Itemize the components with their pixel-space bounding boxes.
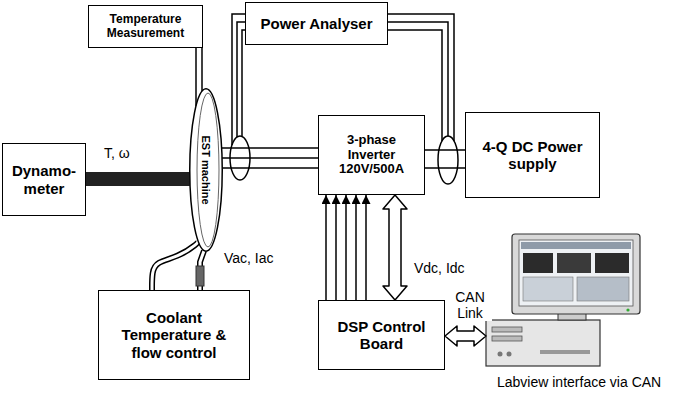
connector-line — [222, 157, 318, 159]
connector-line — [425, 149, 465, 151]
signal-label: T, ω — [102, 145, 132, 161]
signal-label: Vdc, Idc — [412, 260, 467, 276]
coolant-box: Coolant Temperature & flow control — [98, 290, 250, 380]
analyser-box: Power Analyser — [245, 2, 388, 45]
monitor-frame — [512, 234, 640, 314]
connector-line — [345, 195, 347, 300]
inverter-box: 3-phase Inverter 120V/500A — [318, 115, 425, 195]
drive-slot — [492, 327, 522, 332]
signal-label: CAN Link — [448, 289, 492, 321]
screen-graph — [595, 253, 629, 273]
connector — [326, 195, 366, 300]
dsp-box: DSP Control Board — [318, 300, 445, 370]
computer-illustration — [486, 234, 640, 366]
screen-graph — [523, 253, 553, 273]
machine-outline — [190, 89, 223, 252]
screen-panel — [577, 277, 629, 301]
connector — [425, 150, 465, 168]
analyser-wire — [242, 30, 245, 136]
box-label: Coolant Temperature & flow control — [105, 309, 243, 361]
connector-line — [325, 195, 327, 300]
box-label: EST machine — [200, 135, 213, 204]
box-label: 3-phase Inverter 120V/500A — [325, 133, 418, 178]
case-vent — [540, 350, 590, 354]
flow-meter — [196, 266, 204, 286]
connector-line — [201, 48, 203, 91]
connector — [222, 148, 318, 168]
dynamometer-box: Dynamo- meter — [2, 143, 86, 216]
box-label: Labview interface via CAN — [497, 374, 661, 390]
power-button — [498, 352, 503, 357]
screen-graph — [557, 253, 591, 273]
analyser-wire — [237, 22, 245, 137]
box-label: Dynamo- meter — [9, 162, 79, 197]
drive-slot — [492, 336, 522, 341]
signal-label: Vac, Iac — [222, 250, 276, 266]
signal-arrow — [445, 326, 486, 346]
monitor-led — [626, 308, 629, 311]
connector — [152, 241, 204, 290]
monitor-screen — [519, 240, 633, 306]
box-label: 4-Q DC Power supply — [472, 138, 593, 173]
connector-line — [222, 167, 318, 169]
power-supply-box: 4-Q DC Power supply — [465, 112, 600, 198]
machine-rim — [197, 93, 219, 247]
box-label: DSP Control Board — [325, 318, 438, 353]
coolant-pipe — [152, 241, 198, 290]
screen-toolbar — [521, 242, 631, 249]
connector-line — [335, 195, 337, 300]
drive-shaft — [86, 172, 190, 186]
machine-disc: EST machine — [189, 88, 223, 252]
connector-line — [195, 48, 197, 106]
computer-node: Labview interface via CAN — [486, 232, 682, 394]
signal-arrow — [383, 195, 407, 300]
power-button — [507, 352, 512, 357]
measurement-box: Temperature Measurement — [88, 5, 203, 48]
computer-case — [486, 320, 600, 366]
connector-line — [355, 195, 357, 300]
connector — [445, 326, 486, 346]
connector-line — [425, 167, 465, 169]
box-label: Power Analyser — [261, 15, 373, 32]
coolant-pipe — [152, 241, 198, 290]
screen-panel — [523, 277, 573, 301]
analyser-wire — [232, 14, 245, 145]
current-clamp — [438, 136, 458, 184]
connector-line — [222, 147, 318, 149]
connector — [383, 195, 407, 300]
box-label: Temperature Measurement — [95, 13, 196, 41]
connector-line — [365, 195, 367, 300]
connector — [86, 179, 190, 180]
